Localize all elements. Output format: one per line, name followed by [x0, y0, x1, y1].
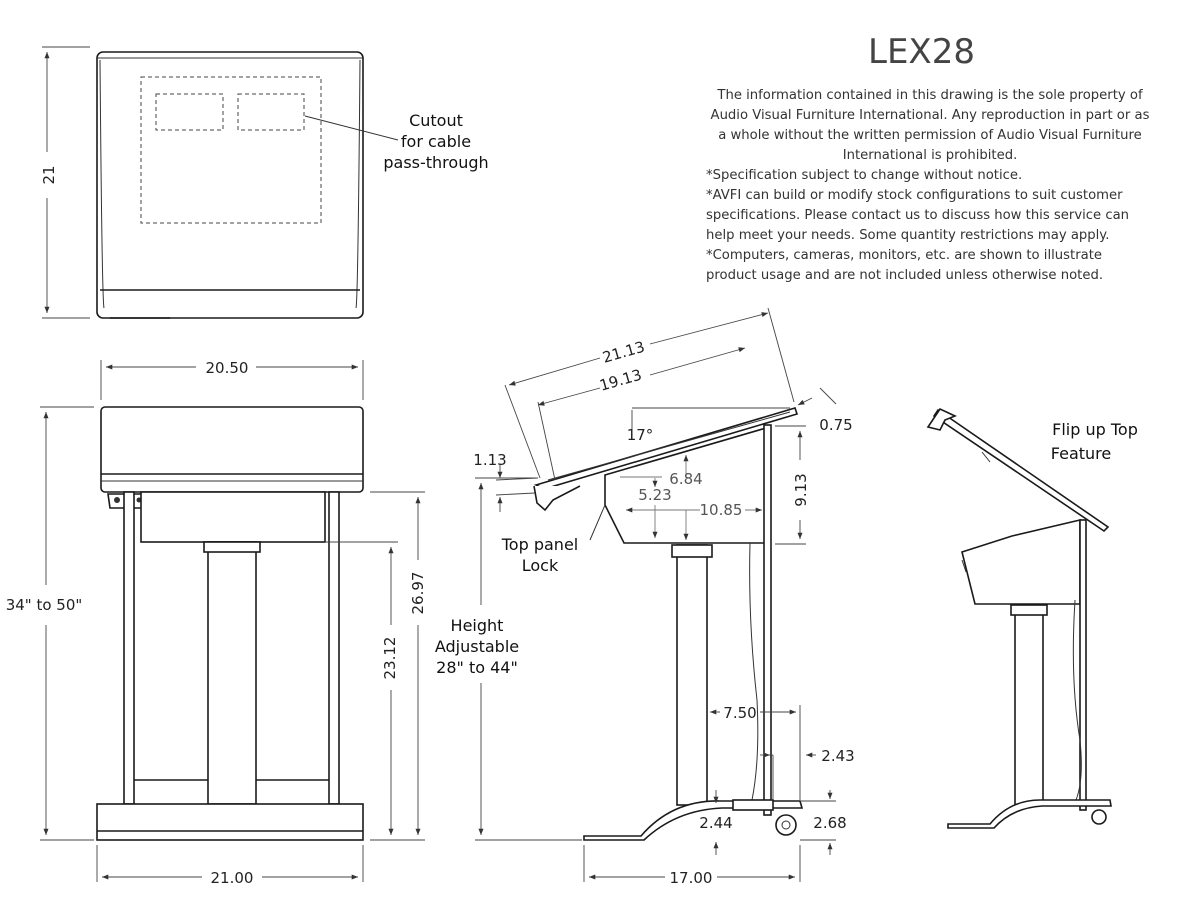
front-base [96, 803, 364, 841]
side-drawer-box [604, 426, 767, 544]
flip-label-2: Feature [1051, 444, 1111, 463]
dim-box-height-1: 6.84 [669, 470, 702, 488]
dim-wheel-offset: 2.43 [821, 747, 854, 765]
dim-base-depth: 17.00 [670, 869, 713, 887]
lock-label-2: Lock [522, 556, 559, 575]
cable-cutout-right [237, 93, 305, 131]
ownership-notice: The information contained in this drawin… [710, 88, 1150, 163]
cutout-outline [140, 76, 322, 224]
side-base [583, 800, 804, 841]
flip-view: Flip up Top Feature [926, 407, 1138, 829]
dim-lip: 1.13 [473, 451, 506, 469]
top-view: 21 Cutout for cable pass-through [40, 46, 489, 319]
note-spec: *Specification subject to change without… [706, 168, 1023, 183]
top-panel-lock [533, 485, 581, 512]
dim-box-height-2: 5.23 [638, 486, 671, 504]
cutout-label-2: for cable [401, 132, 471, 151]
dim-thickness: 0.75 [819, 416, 852, 434]
dim-top-width: 20.50 [206, 359, 249, 377]
front-leg-right [328, 491, 340, 805]
dim-inner-length: 19.13 [597, 366, 643, 395]
side-lift-column [676, 544, 708, 806]
dim-box-depth: 10.85 [700, 501, 743, 519]
dim-top-length: 21.13 [600, 338, 646, 367]
flip-wheel [1091, 809, 1107, 825]
height-label-2: Adjustable [435, 637, 519, 656]
dim-26-97: 26.97 [409, 572, 427, 615]
cutout-label-3: pass-through [383, 153, 488, 172]
flip-label-1: Flip up Top [1052, 420, 1138, 439]
dim-angle: 17° [627, 426, 654, 444]
front-view: 20.50 34" to 50" 26.97 23.12 21.00 [6, 359, 427, 887]
dim-offset: 7.50 [723, 704, 756, 722]
lift-column [207, 541, 257, 805]
flip-lift-column [1014, 604, 1044, 806]
dim-depth: 21 [40, 165, 58, 184]
front-top-box [100, 406, 364, 493]
dim-rear-height: 9.13 [792, 473, 810, 506]
top-view-outline [96, 51, 364, 319]
side-view: 21.13 19.13 17° 0.75 1.13 6.84 5.23 10.8… [435, 307, 855, 887]
front-leg-left [123, 491, 135, 805]
cable-cutout-left [155, 93, 224, 131]
flip-top-panel [932, 408, 1110, 533]
flip-base [947, 799, 1112, 829]
note-custom: *AVFI can build or modify stock configur… [706, 188, 1130, 243]
side-rear-post [763, 424, 772, 816]
flip-drawer-box [961, 518, 1081, 605]
height-label-1: Height [451, 616, 504, 635]
dim-wheel-height: 2.68 [813, 814, 846, 832]
dim-overall-height: 34" to 50" [6, 596, 83, 614]
drawing-title: LEX28 [868, 32, 975, 72]
cutout-label-1: Cutout [409, 111, 463, 130]
lock-label-1: Top panel [501, 535, 578, 554]
dim-base-width: 21.00 [211, 869, 254, 887]
flip-rear-post [1079, 519, 1087, 811]
dim-base-gap: 2.44 [699, 814, 732, 832]
dim-23-12: 23.12 [381, 637, 399, 680]
front-drawer [140, 491, 326, 543]
cutout-leader [304, 115, 399, 141]
side-wheel [775, 814, 797, 836]
notice-block: The information contained in this drawin… [706, 86, 1154, 286]
note-equipment: *Computers, cameras, monitors, etc. are … [706, 248, 1104, 283]
height-label-3: 28" to 44" [436, 658, 518, 677]
